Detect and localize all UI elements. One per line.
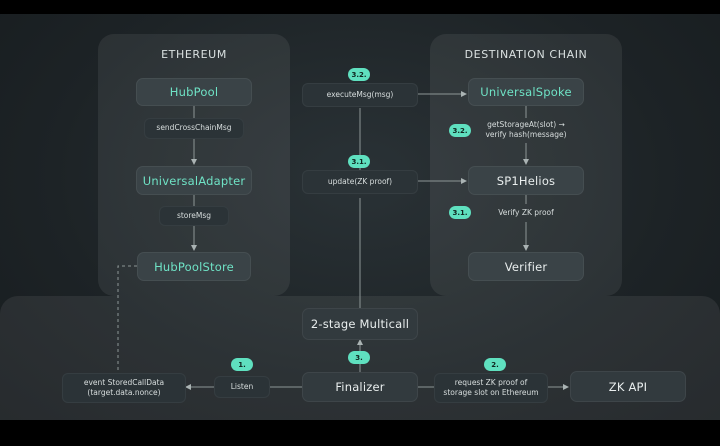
get-storage-at-line2: verify hash(message) — [485, 130, 567, 140]
send-cross-chain-msg-label: sendCrossChainMsg — [144, 118, 244, 139]
step-3-2-badge-right: 3.2. — [449, 124, 471, 137]
destination-heading: DESTINATION CHAIN — [464, 48, 588, 61]
get-storage-at-label: getStorageAt(slot) → verify hash(message… — [474, 120, 578, 140]
store-msg-label: storeMsg — [159, 206, 229, 226]
request-zk-proof-label: request ZK proof of storage slot on Ethe… — [434, 373, 548, 403]
verifier-node[interactable]: Verifier — [468, 252, 584, 281]
dashed-store-to-event — [117, 265, 137, 374]
execute-msg-label: executeMsg(msg) — [302, 83, 418, 107]
hubpool-node[interactable]: HubPool — [136, 78, 252, 106]
event-stored-call-data-label: event StoredCallData (target.data.nonce) — [62, 373, 186, 403]
finalizer-node[interactable]: Finalizer — [302, 372, 418, 402]
step-3-2-badge-top: 3.2. — [348, 68, 370, 81]
ethereum-heading: ETHEREUM — [161, 48, 227, 61]
universal-spoke-node[interactable]: UniversalSpoke — [468, 78, 584, 106]
universal-adapter-node[interactable]: UniversalAdapter — [136, 166, 252, 195]
listen-label: Listen — [214, 376, 270, 398]
multicall-node[interactable]: 2-stage Multicall — [302, 308, 418, 340]
step-3-badge: 3. — [348, 351, 370, 364]
event-line2: (target.data.nonce) — [87, 388, 161, 397]
verify-zk-proof-label: Verify ZK proof — [498, 208, 554, 217]
event-line1: event StoredCallData — [83, 377, 165, 387]
hubpool-store-node[interactable]: HubPoolStore — [137, 252, 251, 281]
request-line1: request ZK proof of — [454, 377, 528, 387]
step-3-1-badge-mid: 3.1. — [348, 155, 370, 168]
zk-api-node[interactable]: ZK API — [570, 371, 686, 402]
get-storage-at-line1: getStorageAt(slot) → — [487, 120, 565, 129]
request-line2: storage slot on Ethereum — [443, 388, 539, 397]
step-3-1-badge-right: 3.1. — [449, 206, 471, 219]
update-zk-proof-label: update(ZK proof) — [302, 170, 418, 194]
sp1helios-node[interactable]: SP1Helios — [468, 166, 584, 195]
step-2-badge: 2. — [484, 358, 506, 371]
step-1-badge: 1. — [231, 358, 253, 371]
